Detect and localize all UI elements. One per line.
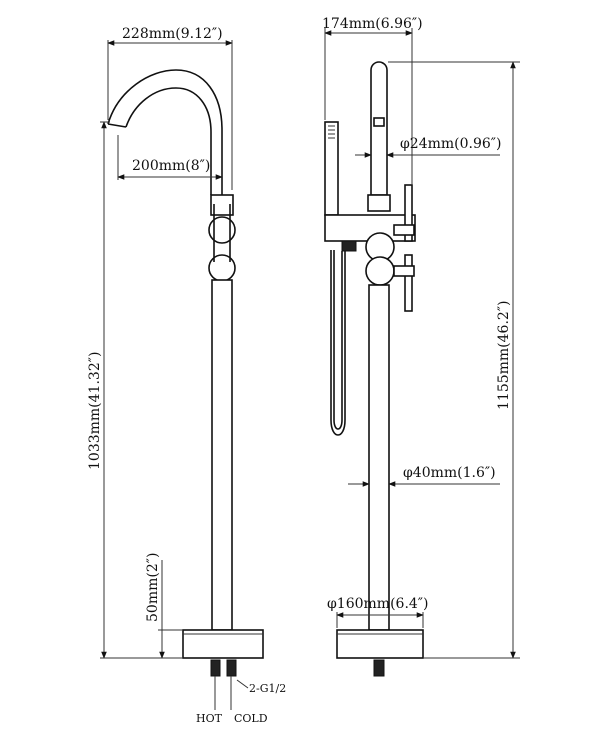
riser-pipe-side <box>368 284 390 631</box>
cold-label: COLD <box>234 712 268 725</box>
dim-side-depth: 174mm(6.96″) <box>322 16 423 32</box>
front-view: 228mm(9.12″) 200mm(8″) 1033mm(41.32″) 50… <box>87 26 286 725</box>
mixer-collar <box>210 194 234 216</box>
mixer-knob-upper <box>208 216 236 244</box>
mixer-knob-lower <box>208 254 236 282</box>
supply-connector-side <box>373 659 385 677</box>
riser-pipe <box>211 279 233 631</box>
cold-connector <box>226 659 237 677</box>
spout-gooseneck <box>107 69 223 195</box>
floor-base-side <box>336 629 424 659</box>
hot-connector <box>210 659 221 677</box>
dim-spout-reach: 228mm(9.12″) <box>122 26 223 42</box>
dim-handshower-diameter: φ24mm(0.96″) <box>400 136 502 152</box>
lever-handle-lower <box>404 254 413 312</box>
spout-side <box>370 61 388 196</box>
dim-total-height-right: 1155mm(46.2″) <box>496 300 512 410</box>
dim-riser-diameter: φ40mm(1.6″) <box>403 465 496 481</box>
dim-base-height: 50mm(2″) <box>145 553 161 622</box>
floor-base <box>182 629 264 659</box>
lever-handle-upper <box>404 184 413 242</box>
handshower-hose <box>330 250 346 436</box>
dim-total-height-left: 1033mm(41.32″) <box>87 352 103 470</box>
handshower-head <box>324 121 339 216</box>
thread-label: 2-G1/2 <box>249 682 286 695</box>
dim-spout-offset: 200mm(8″) <box>132 158 210 174</box>
dim-base-diameter: φ160mm(6.4″) <box>327 596 429 612</box>
hot-label: HOT <box>196 712 223 725</box>
side-view: 174mm(6.96″) φ24mm(0.96″) 1155mm(46.2″) … <box>322 16 520 677</box>
